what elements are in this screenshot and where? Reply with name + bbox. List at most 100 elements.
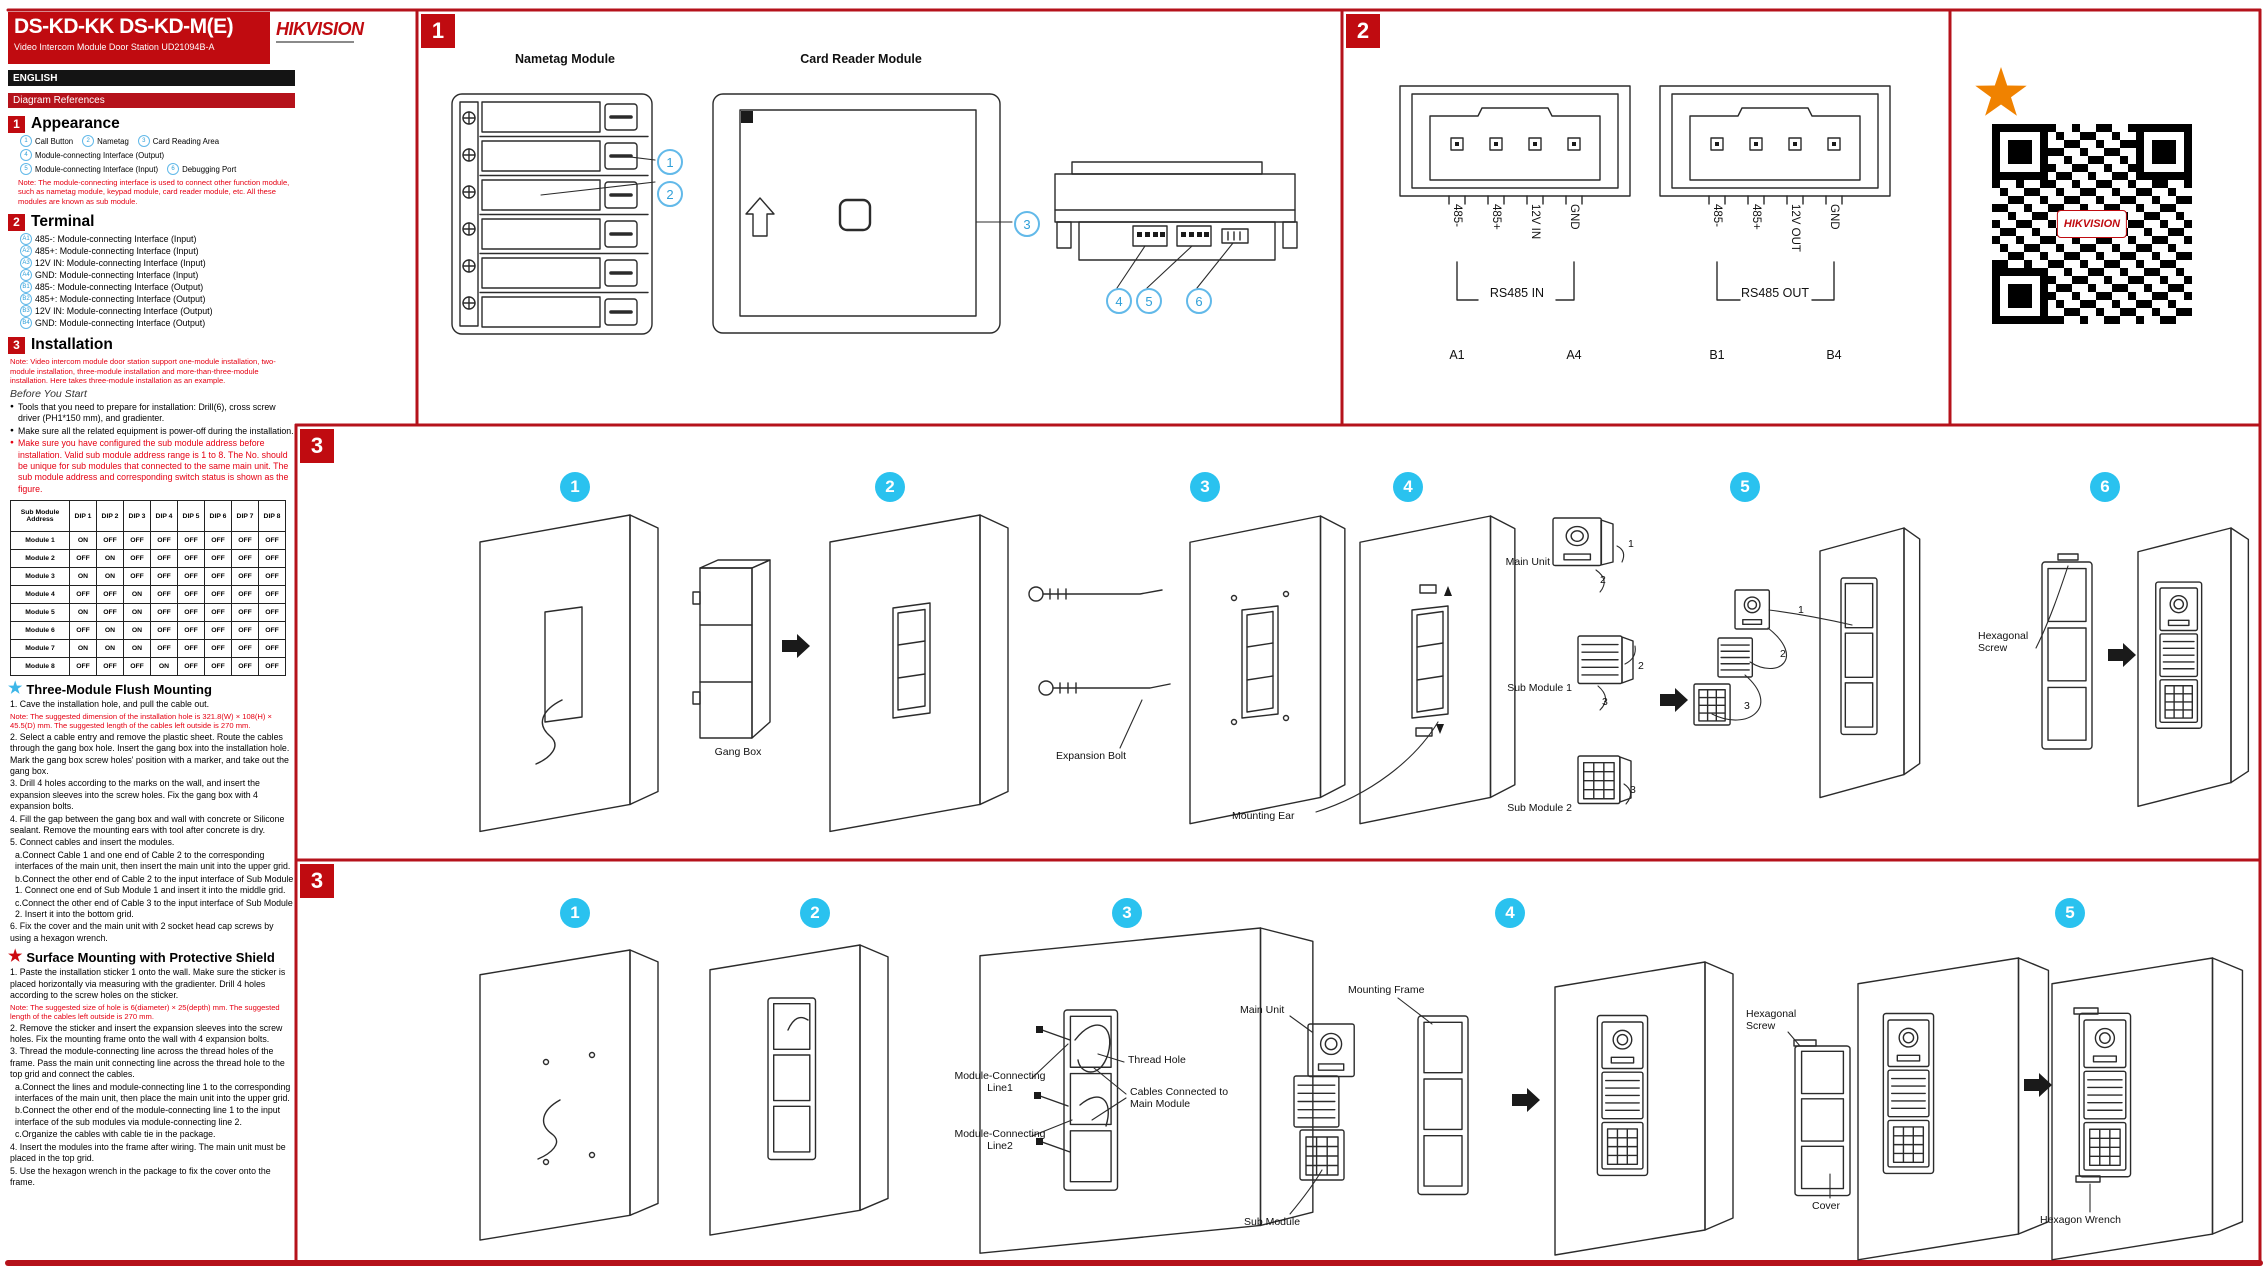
card-reader-module-title: Card Reader Module: [800, 52, 922, 66]
page-subtitle: Video Intercom Module Door Station UD210…: [14, 42, 215, 52]
hexagonal-screw-label: Hexagonal Screw: [1746, 1008, 1797, 1033]
cable-number: 2: [1780, 648, 1786, 660]
dip-col-header: DIP 3: [123, 500, 151, 533]
step-text: 4. Insert the modules into the frame aft…: [10, 1141, 286, 1164]
dip-cell: OFF: [150, 603, 178, 623]
dip-cell: OFF: [231, 603, 259, 623]
mounting-frame-label: Mounting Frame: [1348, 984, 1425, 996]
step-text: a.Connect Cable 1 and one end of Cable 2…: [15, 849, 291, 872]
bullet-item: Make sure you have configured the sub mo…: [10, 438, 295, 495]
sub-module-2-label: Sub Module 2: [1507, 802, 1572, 814]
dip-cell: OFF: [231, 657, 259, 677]
flush-band-number: 3: [300, 429, 334, 463]
item-number-icon: 6: [167, 163, 180, 175]
pin-label-485-minus-out: 485-: [1711, 204, 1723, 228]
dip-cell: ON: [96, 549, 124, 569]
dip-cell: ON: [69, 567, 97, 587]
callout-1: 1: [657, 149, 683, 175]
step-text: b.Connect the other end of Cable 2 to th…: [15, 873, 294, 896]
qr-code: HIKVISION: [1986, 118, 2198, 330]
dip-cell: OFF: [123, 657, 151, 677]
blue-star-icon: [8, 681, 22, 697]
red-star-icon: [8, 949, 22, 965]
step-text: b.Connect the other end of the module-co…: [15, 1105, 281, 1127]
dip-cell: OFF: [150, 621, 178, 641]
cable-number: 3: [1630, 784, 1636, 796]
panel-2-number: 2: [1346, 14, 1380, 48]
dip-cell: ON: [123, 621, 151, 641]
dip-cell: OFF: [123, 531, 151, 551]
before-you-start: Before You Start: [10, 387, 87, 400]
step-text: 5. Connect cables and insert the modules…: [10, 837, 175, 848]
dip-col-header: DIP 6: [204, 500, 232, 533]
callout-3: 3: [1014, 211, 1040, 237]
item-number-icon: 5: [20, 163, 32, 175]
terminal-number-icon: A3: [20, 257, 32, 270]
dip-cell: ON: [123, 585, 151, 605]
dip-cell: OFF: [258, 657, 286, 677]
nametag-module-title: Nametag Module: [514, 52, 615, 66]
mounting-ear-label: Mounting Ear: [1232, 810, 1295, 822]
gang-box-label: Gang Box: [714, 746, 762, 758]
dip-cell: OFF: [204, 585, 232, 605]
dip-cell: ON: [96, 621, 124, 641]
terminal-b1-label: B1: [1709, 348, 1725, 362]
dip-cell: OFF: [123, 567, 151, 587]
flush-mounting-heading: Three-Module Flush Mounting: [8, 681, 295, 697]
pin-label-gnd-in: GND: [1568, 204, 1580, 230]
dip-col-header: DIP 7: [231, 500, 259, 533]
cable-number: 1: [1628, 538, 1634, 550]
dip-cell: OFF: [96, 603, 124, 623]
terminal-number-icon: B1: [20, 281, 32, 294]
qr-center-logo: HIKVISION: [2056, 210, 2128, 238]
step-text: Note: The suggested dimension of the ins…: [10, 711, 272, 731]
step-text: 1. Paste the installation sticker 1 onto…: [10, 967, 286, 1001]
item-number-icon: 4: [20, 149, 32, 161]
dip-cell: OFF: [69, 549, 97, 569]
dip-cell: OFF: [231, 549, 259, 569]
dip-cell: OFF: [204, 657, 232, 677]
step-text: 3. Drill 4 holes according to the marks …: [10, 778, 260, 812]
dip-cell: ON: [150, 657, 178, 677]
item-number-icon: 1: [20, 135, 32, 147]
main-unit-label: Main Unit: [1505, 556, 1550, 568]
dip-cell: OFF: [69, 585, 97, 605]
step-text: c.Connect the other end of Cable 3 to th…: [15, 897, 293, 919]
cable-number: 2: [1638, 660, 1644, 672]
terminal-number-icon: A2: [20, 245, 32, 258]
dip-cell: OFF: [150, 585, 178, 605]
terminal-number-icon: B2: [20, 293, 32, 306]
sub-module-1-label: Sub Module 1: [1507, 682, 1572, 694]
left-column: DS-KD-KK DS-KD-M(E) Video Intercom Modul…: [8, 12, 295, 1189]
dip-cell: OFF: [177, 531, 205, 551]
dip-cell: OFF: [96, 585, 124, 605]
installation-note: Note: Video intercom module door station…: [10, 357, 276, 386]
title-block: DS-KD-KK DS-KD-M(E) Video Intercom Modul…: [8, 12, 270, 64]
pin-label-485-plus-out: 485+: [1750, 204, 1762, 230]
callout-4: 4: [1106, 288, 1132, 314]
dip-cell: OFF: [177, 585, 205, 605]
terminal-number-icon: A1: [20, 233, 32, 246]
step-text: 4. Fill the gap between the gang box and…: [10, 813, 285, 836]
dip-cell: OFF: [231, 567, 259, 587]
section-number-badge: 1: [8, 115, 25, 133]
section-appearance-heading: 1 Appearance: [8, 115, 295, 133]
dip-cell: OFF: [177, 657, 205, 677]
qr-pattern: [1992, 124, 2192, 324]
dip-cell: OFF: [258, 549, 286, 569]
terminal-number-icon: B3: [20, 305, 32, 318]
cable-number: 2: [1600, 574, 1606, 586]
flush-step-5: 5: [1730, 472, 1760, 502]
